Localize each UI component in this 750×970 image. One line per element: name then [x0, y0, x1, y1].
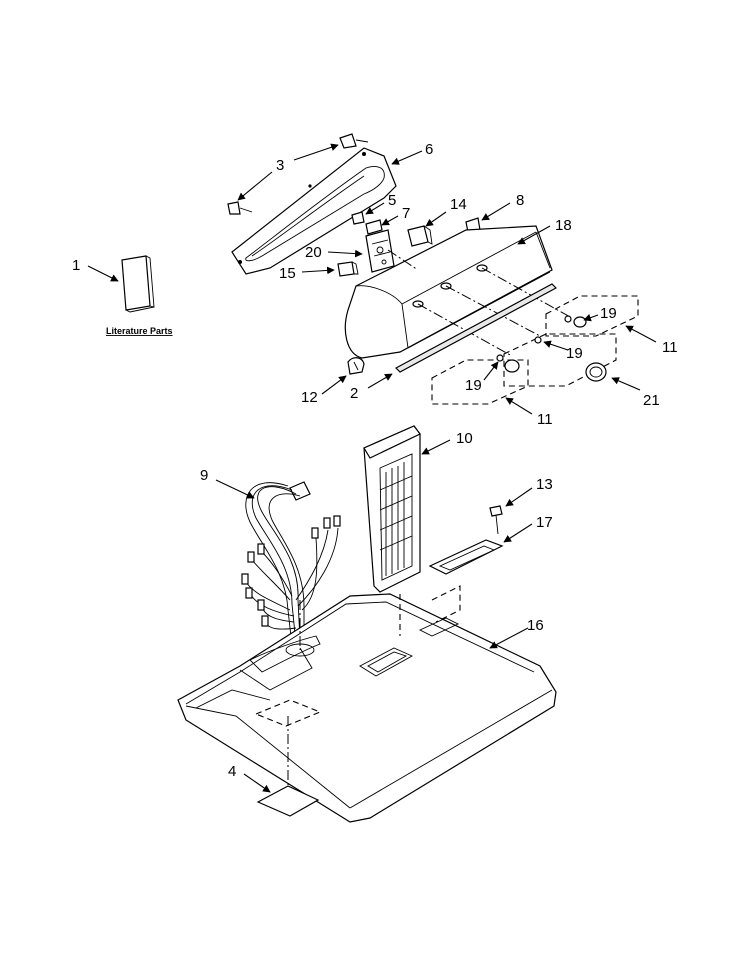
leader-20	[327, 249, 363, 258]
leader-4	[243, 773, 271, 793]
insert-19-c	[496, 354, 520, 373]
leader-8	[481, 202, 511, 221]
leader-3a	[293, 143, 339, 161]
duct-cover-17	[428, 539, 504, 575]
leader-16	[489, 627, 529, 649]
insert-19-a	[564, 315, 587, 328]
trim-strip-2	[395, 283, 557, 373]
top-panel-16	[177, 593, 557, 823]
callout-1: 1	[72, 257, 80, 274]
callout-5: 5	[388, 192, 396, 209]
leader-10	[421, 439, 451, 455]
leader-19b	[543, 340, 569, 351]
leader-5	[365, 202, 385, 215]
callout-19c: 19	[465, 377, 482, 394]
leader-15	[301, 266, 335, 275]
duct-alignment-line	[431, 585, 461, 623]
callout-15: 15	[279, 265, 296, 282]
switch-15	[337, 261, 359, 277]
leader-14	[425, 211, 447, 227]
callout-2: 2	[350, 385, 358, 402]
leader-11b	[505, 397, 533, 415]
callout-21: 21	[643, 392, 660, 409]
callout-10: 10	[456, 430, 473, 447]
callout-6: 6	[425, 141, 433, 158]
clip-12	[347, 357, 365, 375]
control-console-18	[344, 225, 573, 359]
screw-top	[339, 133, 369, 149]
callout-20: 20	[305, 244, 322, 261]
leader-1	[87, 265, 119, 282]
leader-13	[505, 487, 533, 507]
screw-5	[351, 211, 365, 225]
insert-19-b	[534, 336, 542, 344]
callout-18: 18	[555, 217, 572, 234]
callout-7: 7	[402, 205, 410, 222]
leader-18	[517, 225, 551, 245]
switch-14	[407, 225, 433, 247]
callout-11b: 11	[537, 411, 553, 428]
callout-9: 9	[200, 467, 208, 484]
lint-filter-10	[363, 425, 421, 593]
callout-13: 13	[536, 476, 553, 493]
leader-11a	[625, 325, 657, 343]
leader-3b	[237, 171, 273, 201]
literature-parts-label: Literature Parts	[106, 326, 173, 336]
clip-7	[365, 219, 383, 235]
callout-11a: 11	[662, 339, 678, 356]
callout-12: 12	[301, 389, 318, 406]
callout-17: 17	[536, 514, 553, 531]
leader-21	[611, 377, 641, 391]
wire-harness-9	[241, 481, 341, 647]
leader-7	[381, 215, 399, 226]
leader-12	[321, 375, 347, 395]
leader-6	[391, 150, 423, 165]
callout-19b: 19	[566, 345, 583, 362]
knob-21	[585, 362, 607, 382]
leader-17	[503, 523, 533, 543]
leader-9	[215, 479, 255, 499]
callout-3: 3	[276, 157, 284, 174]
console-back-panel	[231, 147, 397, 275]
leader-19c	[483, 361, 499, 381]
callout-4: 4	[228, 763, 236, 780]
kit-box-11-middle	[503, 333, 617, 387]
label-pad-4	[256, 785, 320, 817]
leader-2	[367, 373, 393, 389]
kit-box-11-right	[545, 295, 639, 337]
callout-8: 8	[516, 192, 524, 209]
screw-left	[227, 201, 253, 215]
callout-19a: 19	[600, 305, 617, 322]
screw-13	[489, 505, 503, 535]
literature-booklet	[121, 255, 155, 313]
callout-14: 14	[450, 196, 467, 213]
leader-19a	[583, 314, 599, 322]
callout-16: 16	[527, 617, 544, 634]
